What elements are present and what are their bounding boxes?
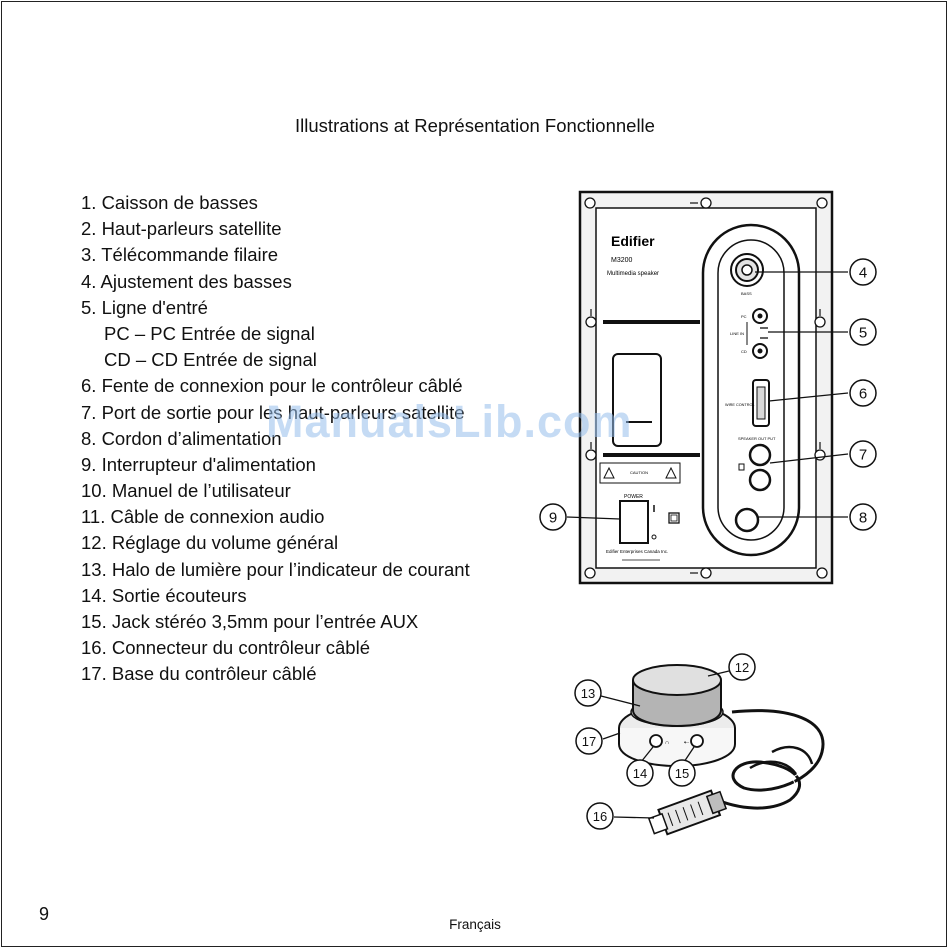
panel-footer-text: Edifier Enterprises Canada Inc. [606,549,668,554]
callout-number: 8 [859,510,867,527]
callout-number: 16 [593,809,607,824]
controller-connector [647,789,728,836]
brand-logo: Edifier [611,233,655,249]
list-subitem: PC – PC Entrée de signal [104,322,315,344]
callout-17 [575,727,603,755]
wire-control-label: WIRE CONTROL [725,403,755,407]
callout-5 [849,318,877,346]
callout-number: 9 [549,510,557,527]
callout-number: 17 [582,734,596,749]
page-number: 9 [39,904,50,924]
callout-9 [539,503,567,531]
list-item: 1. Caisson de basses [81,192,258,213]
speaker-out-label: SPEAKER OUT PUT [738,436,776,441]
power-cord-socket [734,507,760,533]
list-item: 4. Ajustement des basses [81,270,292,292]
list-item: 11. Câble de connexion audio [81,506,325,528]
callout-8 [849,503,877,531]
callout-number: 14 [633,766,647,781]
callout-markers [539,258,877,830]
callout-14 [626,759,654,787]
callout-4 [849,258,877,286]
list-item: 5. Ligne d'entré [81,296,208,318]
speaker-out-jack [748,443,772,467]
callout-16 [586,802,614,830]
list-item: 7. Port de sortie pour les haut-parleurs… [81,401,465,423]
callout-7 [849,440,877,468]
line-in-label: LINE IN [730,331,744,336]
parts-list: 1. Caisson de basses 2. Haut-parleurs sa… [81,190,470,688]
list-item: 6. Fente de connexion pour le contrôleur… [81,375,463,397]
screw-icon [584,197,828,579]
warning-icon [603,466,615,479]
callout-number: 12 [735,660,749,675]
callout-6 [849,379,877,407]
arrow-icon [590,202,821,574]
list-item: 3. Télécommande filaire [81,244,279,266]
list-item: 17. Base du contrôleur câblé [81,663,317,685]
list-item: 13. Halo de lumière pour l’indicateur de… [81,558,470,580]
callout-leaders [566,271,849,520]
caution-label [599,462,681,484]
list-item: 10. Manuel de l’utilisateur [81,480,291,502]
watermark: ManualsLib.com [266,396,633,447]
page-title: Illustrations at Représentation Fonction… [295,115,655,136]
headphone-jack [649,734,663,748]
list-item: 14. Sortie écouteurs [81,584,247,606]
list-item: 2. Haut-parleurs satellite [81,218,282,240]
callout-number: 13 [581,686,595,701]
rear-panel-illustration: Edifier M3200 Multimedia speaker CAUTION… [578,190,834,585]
power-switch [619,500,649,544]
callout-number: 5 [859,325,867,342]
callout-12 [728,653,756,681]
callout-15 [668,759,696,787]
speaker-subtitle: Multimedia speaker [607,271,659,277]
cd-label: CD [741,349,747,354]
callout-number: 4 [859,265,867,282]
power-label: POWER [624,494,643,500]
pc-label: PC [741,314,747,319]
aux-jack [690,734,704,748]
wired-controller-illustration: ∩ ⇠ [618,664,825,836]
callout-leaders [600,670,730,819]
footer-language: Français [449,917,501,932]
list-item: 9. Interrupteur d'alimentation [81,453,316,475]
list-item: 16. Connecteur du contrôleur câblé [81,637,370,659]
bass-label: BASS [741,291,752,296]
callout-numbers: 4 5 6 7 8 9 12 13 17 14 15 16 [549,265,867,825]
square-mark-icon [668,512,680,524]
caution-text: CAUTION [630,470,648,475]
speaker-out-jack [748,468,772,492]
callout-number: 7 [859,447,867,464]
headphone-icon: ∩ [665,740,669,746]
list-item: 12. Réglage du volume général [81,532,339,554]
list-item: 8. Cordon d’alimentation [81,427,282,449]
model-label: M3200 [611,257,633,264]
callout-number: 15 [675,766,689,781]
warning-icon [665,466,677,479]
callout-number: 6 [859,386,867,403]
aux-icon: ⇠ [684,740,689,746]
list-subitem: CD – CD Entrée de signal [104,349,317,371]
list-item: 15. Jack stéréo 3,5mm pour l’entrée AUX [81,611,419,632]
callout-13 [574,679,602,707]
